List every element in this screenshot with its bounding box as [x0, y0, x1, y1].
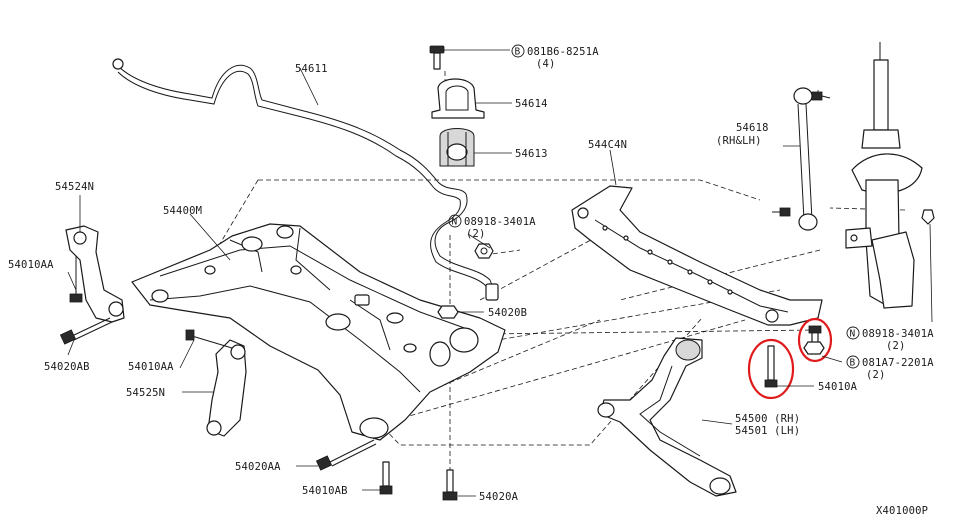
- label-member-reinforce: 544C4N: [588, 139, 627, 151]
- bolt-bottom1: [315, 439, 377, 471]
- leader-lines: [67, 49, 933, 497]
- nut-mid: [437, 305, 459, 319]
- stabilizer-bar: [112, 58, 499, 301]
- label-lower-arm-rh: 54500 (RH): [735, 413, 800, 425]
- label-nut-right-qty: (2): [886, 340, 906, 352]
- b-mark-top-letter: B: [515, 47, 521, 58]
- n-mark-right: [846, 326, 860, 340]
- label-nut-mid: 54020B: [488, 307, 527, 319]
- label-nut-right: 08918-3401A: [862, 328, 934, 340]
- n-mark-mid-letter: N: [452, 217, 458, 228]
- label-bolt-bottom2: 54010AB: [302, 485, 348, 497]
- part-labels: B 081B6-8251A (4) 54611 54614 54613 N 08…: [8, 44, 934, 517]
- label-stabilizer-link: 54618: [736, 122, 769, 134]
- label-bolt-top-qty: (4): [536, 58, 556, 70]
- figure-code: X401000P: [876, 505, 928, 517]
- label-bolt-mid: 54010AA: [128, 361, 174, 373]
- nut-n-mid: [474, 243, 494, 259]
- strut-assembly: [845, 42, 935, 309]
- label-bushing-clamp: 54614: [515, 98, 548, 110]
- crossmember: [131, 223, 506, 441]
- n-mark-mid: [448, 214, 462, 228]
- b-mark-right-letter: B: [850, 358, 856, 369]
- bolt-left2: [59, 317, 113, 345]
- label-bracket-left: 54524N: [55, 181, 94, 193]
- bracket-left2: [185, 329, 247, 437]
- bolt-bottom3: [442, 469, 458, 501]
- b-mark-top: [511, 44, 525, 58]
- label-bolt-right2: 54010A: [818, 381, 858, 393]
- b-mark-right: [846, 355, 860, 369]
- nut-right: [803, 341, 825, 355]
- label-stabilizer-link-note: (RH&LH): [716, 135, 762, 147]
- highlight-circle-nut: [797, 317, 833, 363]
- highlight-markers: [747, 317, 833, 400]
- bushing-clamp: [431, 78, 485, 119]
- label-bolt-left2: 54020AB: [44, 361, 90, 373]
- bolt-top: [429, 45, 445, 70]
- label-bolt-right-qty: (2): [866, 369, 886, 381]
- label-bolt-top: 081B6-8251A: [527, 46, 599, 58]
- bolt-right2: [764, 345, 778, 388]
- lower-arm: [597, 337, 737, 497]
- label-bolt-right: 081A7-2201A: [862, 357, 934, 369]
- stabilizer-link: [772, 87, 831, 231]
- label-bolt-bottom1: 54020AA: [235, 461, 281, 473]
- label-bracket-left2: 54525N: [126, 387, 165, 399]
- highlight-circle-bolt: [747, 338, 795, 400]
- label-bolt-bottom3: 54020A: [479, 491, 519, 503]
- member-reinforcement: [571, 185, 823, 326]
- label-nut-n: 08918-3401A: [464, 216, 536, 228]
- n-mark-right-letter: N: [850, 329, 856, 340]
- label-nut-n-qty: (2): [466, 228, 486, 240]
- label-bushing: 54613: [515, 148, 548, 160]
- bushing: [439, 128, 475, 167]
- label-lower-arm-lh: 54501 (LH): [735, 425, 800, 437]
- label-stabilizer-bar: 54611: [295, 63, 328, 75]
- bolt-bottom2: [379, 461, 393, 495]
- bracket-left: [65, 225, 125, 323]
- label-crossmember: 54400M: [163, 205, 202, 217]
- label-bolt-left: 54010AA: [8, 259, 54, 271]
